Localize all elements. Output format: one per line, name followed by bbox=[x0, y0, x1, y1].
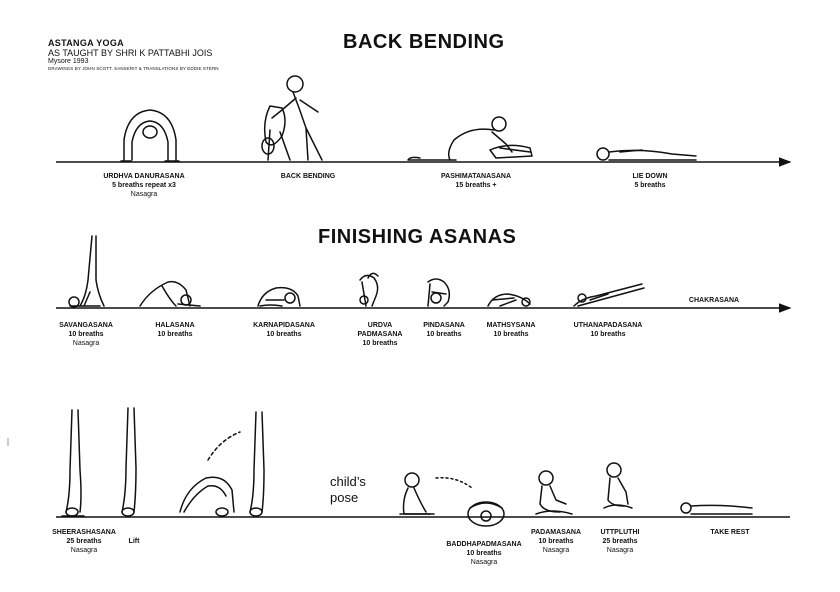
pashimatanasana-label: PASHIMATANASANA 15 breaths + bbox=[441, 172, 511, 190]
childs-pose-motion-arc bbox=[436, 478, 472, 488]
baddhapadmasana-figure bbox=[468, 502, 504, 526]
lift-label: Lift bbox=[129, 537, 140, 546]
halasana-label: HALASANA 10 breaths bbox=[155, 321, 194, 339]
baddhapadmasana-label: BADDHAPADMASANA 10 breaths Nasagra bbox=[446, 540, 521, 567]
lie-down-label: LIE DOWN 5 breaths bbox=[633, 172, 668, 190]
urdva-padmasana-label: URDVA PADMASANA 10 breaths bbox=[358, 321, 403, 348]
lift-figure-3 bbox=[250, 412, 264, 516]
padamasana-figure bbox=[536, 471, 572, 514]
urdva-padmasana-figure bbox=[360, 273, 378, 306]
childs-pose-figure bbox=[400, 473, 434, 514]
savangasana-figure bbox=[69, 236, 104, 307]
sheerashasana-figure bbox=[62, 410, 84, 516]
padamasana-label: PADAMASANA 10 breaths Nasagra bbox=[531, 528, 581, 555]
urdhva-danurasana-label: URDHVA DANURASANA 5 breaths repeat x3 Na… bbox=[103, 172, 184, 199]
lift-figure-2 bbox=[180, 477, 234, 516]
pashimatanasana-figure bbox=[408, 117, 532, 160]
uthanapadasana-label: UTHANAPADASANA 10 breaths bbox=[574, 321, 643, 339]
back-bending-label: BACK BENDING bbox=[281, 172, 335, 181]
back-bending-figure bbox=[262, 76, 322, 160]
take-rest-label: TAKE REST bbox=[710, 528, 749, 537]
chakrasana-label: CHAKRASANA bbox=[689, 296, 739, 305]
lie-down-figure bbox=[597, 148, 696, 160]
sheerashasana-label: SHEERASHASANA 25 breaths Nasagra bbox=[52, 528, 116, 555]
lift-figure-1 bbox=[122, 408, 136, 516]
uttpluthi-label: UTTPLUTHI 25 breaths Nasagra bbox=[601, 528, 640, 555]
uthanapadasana-figure bbox=[574, 284, 644, 306]
karnapidasana-figure bbox=[258, 288, 300, 306]
childs-pose-note-line-2: pose bbox=[330, 490, 366, 506]
karnapidasana-label: KARNAPIDASANA 10 breaths bbox=[253, 321, 315, 339]
pindasana-figure bbox=[428, 279, 449, 306]
pindasana-label: PINDASANA 10 breaths bbox=[423, 321, 465, 339]
savangasana-label: SAVANGASANA 10 breaths Nasagra bbox=[59, 321, 113, 348]
urdhva-danurasana-figure bbox=[121, 110, 179, 161]
take-rest-figure bbox=[681, 503, 752, 514]
mathsysana-figure bbox=[488, 294, 530, 306]
childs-pose-note-line-1: child’s bbox=[330, 474, 366, 490]
mathsysana-label: MATHSYSANA 10 breaths bbox=[487, 321, 536, 339]
halasana-figure bbox=[140, 282, 200, 306]
uttpluthi-figure bbox=[604, 463, 632, 508]
lift-motion-arc bbox=[208, 432, 240, 460]
childs-pose-note: child’s pose bbox=[330, 474, 366, 506]
